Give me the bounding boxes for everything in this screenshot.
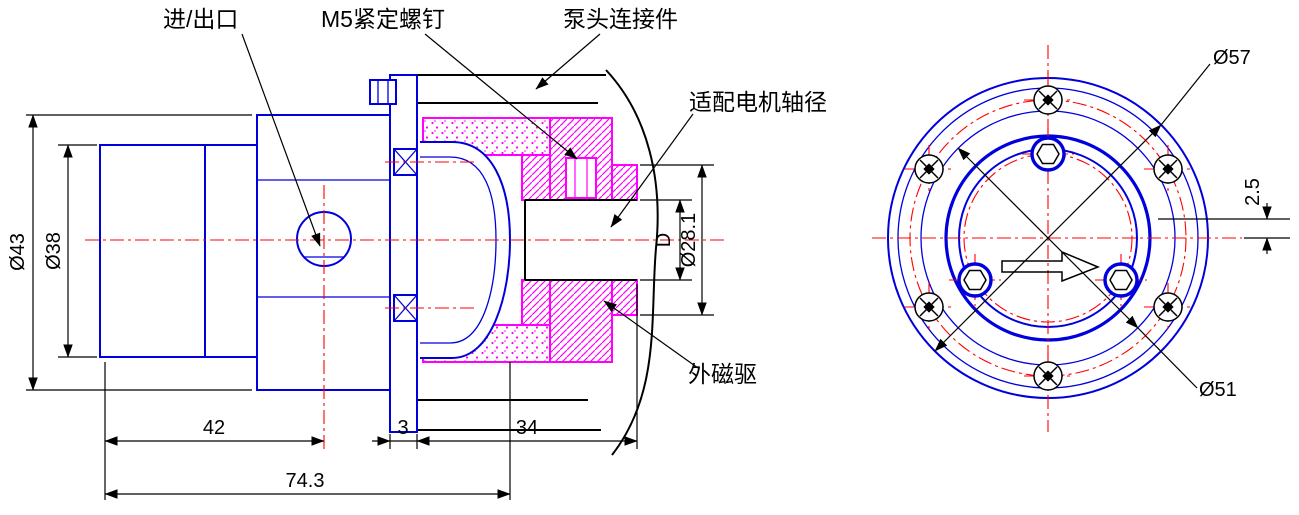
dim-outer-dia: Ø43	[7, 114, 38, 391]
hex-bolt-lower-right	[1095, 254, 1147, 306]
magnet-shoulder-bottom	[521, 279, 551, 326]
label-motor-shaft-fit: 适配电机轴径	[689, 89, 827, 115]
label-pump-head-connector: 泵头连接件	[563, 6, 678, 32]
dim-hub-dia: Ø28.1	[678, 164, 707, 316]
shaft-bore	[524, 199, 637, 281]
side-centerlines	[85, 161, 725, 449]
flange-screw-top	[1024, 76, 1072, 124]
leader-inlet-outlet	[241, 33, 321, 247]
pump-head-connector-housing	[417, 69, 659, 456]
side-callouts: 进/出口 M5紧定螺钉 泵头连接件 适配电机轴径 外磁驱	[163, 6, 827, 387]
motor-adapter-block	[99, 144, 258, 358]
label-inlet-outlet: 进/出口	[163, 6, 238, 32]
flange-screw-upper-right	[1144, 145, 1192, 193]
leader-outer-magnet	[603, 300, 699, 369]
magnet-cup-bottom	[549, 279, 613, 363]
dim-shaft-dia: D	[653, 199, 685, 281]
dim-total-length: 74.3	[104, 470, 511, 499]
dim-body-dia: Ø38	[43, 144, 73, 358]
flange-screw-bottom	[1024, 352, 1072, 400]
dim-spigot-dia: Ø51	[957, 147, 1237, 401]
dim-text-left-length: 42	[203, 417, 225, 439]
hex-bolt-top	[1022, 128, 1074, 180]
dim-text-body-dia: Ø38	[43, 232, 65, 270]
leader-motor-shaft-fit	[610, 113, 694, 228]
dim-text-shaft-dia: D	[653, 233, 675, 247]
dim-plate-thickness: 3	[372, 417, 417, 446]
front-view: Ø57 Ø51 2.5	[872, 45, 1290, 432]
dim-left-length: 42	[104, 417, 325, 446]
vent-screw	[369, 79, 397, 105]
hex-bolt-lower-left	[949, 254, 1001, 306]
hub-top	[611, 164, 638, 201]
dim-text-hub-dia: Ø28.1	[678, 213, 700, 267]
dim-text-total-length: 74.3	[286, 470, 325, 492]
set-screw	[565, 157, 597, 199]
dim-text-spigot-dia: Ø51	[1199, 379, 1237, 401]
mounting-plate	[369, 74, 418, 433]
dim-magnet-length: 34	[416, 417, 638, 446]
housing-break-line	[605, 69, 659, 456]
flange-screw-lower-right	[1144, 283, 1192, 331]
dim-text-plate-thickness: 3	[397, 417, 408, 439]
magnet-shoulder-top	[521, 154, 551, 201]
dim-text-flange-dia: Ø57	[1213, 47, 1251, 69]
dim-text-magnet-length: 34	[516, 417, 538, 439]
side-view: Ø43 Ø38 42 3 34 74.3	[7, 6, 827, 500]
flow-direction-arrow	[1001, 250, 1101, 283]
front-dimensions: Ø57 Ø51 2.5	[934, 47, 1290, 401]
leader-set-screw	[424, 33, 578, 160]
dim-text-outer-dia: Ø43	[7, 233, 29, 271]
flange-screws	[905, 76, 1192, 400]
leader-pump-head-connector	[535, 33, 601, 90]
label-set-screw: M5紧定螺钉	[321, 6, 445, 32]
dim-offset: 2.5	[1158, 178, 1290, 254]
dim-text-offset: 2.5	[1242, 178, 1264, 206]
label-outer-magnet: 外磁驱	[688, 361, 757, 387]
side-dimensions: Ø43 Ø38 42 3 34 74.3	[7, 114, 714, 500]
